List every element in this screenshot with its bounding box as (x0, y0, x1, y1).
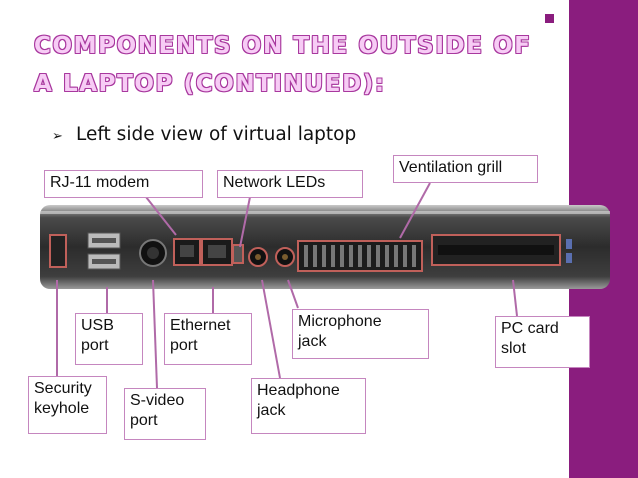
callout-microphone-jack: Microphone jack (292, 309, 429, 359)
callout-label-line1: Microphone (298, 313, 382, 330)
callout-label-line2: port (81, 337, 109, 354)
callout-label-line1: Security (34, 380, 92, 397)
callout-label-line2: port (170, 337, 198, 354)
callout-label: Network LEDs (223, 174, 326, 191)
callout-usb-port: USB port (75, 313, 143, 365)
callout-label: Ventilation grill (399, 159, 503, 176)
callout-label: RJ-11 modem (50, 174, 150, 191)
callout-label-line2: jack (298, 333, 327, 350)
arrow-bullet-icon: ➢ (52, 129, 63, 144)
callout-label-line2: keyhole (34, 400, 90, 417)
callout-label-line1: PC card (501, 320, 559, 337)
callout-s-video-port: S-video port (124, 388, 206, 440)
laptop-side-image (40, 205, 610, 289)
callout-label-line1: Ethernet (170, 317, 231, 334)
callout-ethernet-port: Ethernet port (164, 313, 252, 365)
callout-label-line2: jack (257, 402, 286, 419)
bullet-item: ➢ Left side view of virtual laptop (52, 124, 356, 145)
bullet-text: Left side view of virtual laptop (76, 124, 357, 145)
callout-pc-card-slot: PC card slot (495, 316, 590, 368)
accent-square (545, 14, 554, 23)
callout-label-line1: USB (81, 317, 114, 334)
callout-network-leds: Network LEDs (217, 170, 363, 198)
slide-title-line-1: COMPONENTS ON THE OUTSIDE OF (34, 33, 532, 59)
slide-title-line-2: A LAPTOP (CONTINUED): (34, 71, 386, 97)
callout-label-line2: slot (501, 340, 526, 357)
callout-label-line2: port (130, 412, 158, 429)
callout-security-keyhole: Security keyhole (28, 376, 107, 434)
callout-label-line1: S-video (130, 392, 185, 409)
callout-rj11-modem: RJ-11 modem (44, 170, 203, 198)
callout-headphone-jack: Headphone jack (251, 378, 366, 434)
callout-ventilation-grill: Ventilation grill (393, 155, 538, 183)
callout-label-line1: Headphone (257, 382, 340, 399)
